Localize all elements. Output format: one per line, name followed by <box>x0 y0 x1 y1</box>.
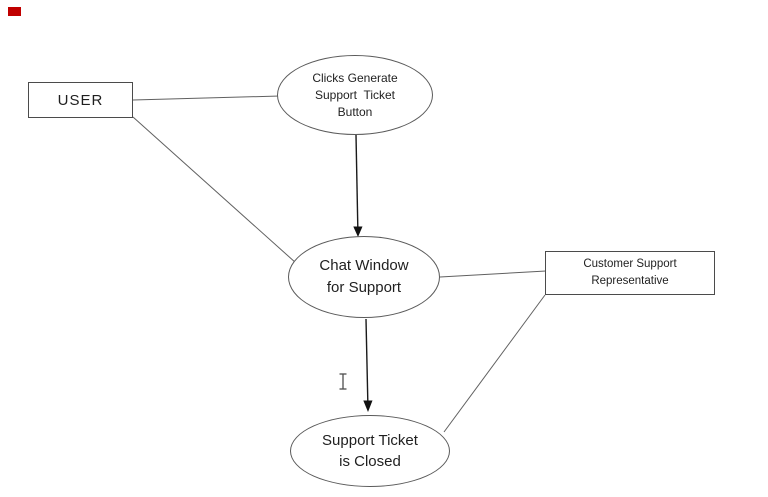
connector-user-chat[interactable] <box>132 116 297 264</box>
connector-chat-csr[interactable] <box>439 270 547 278</box>
user-box[interactable]: USER <box>28 82 133 118</box>
user-label: USER <box>57 91 104 109</box>
arrow-stem[interactable] <box>365 318 369 402</box>
arrowhead-down-icon <box>353 226 363 237</box>
clicks-generate-label-line2: Support Ticket <box>314 87 396 102</box>
arrow-chat-to-closed[interactable] <box>363 318 373 412</box>
ticket-closed-label-line1: Support Ticket <box>322 432 418 449</box>
chat-window-label-line2: for Support <box>326 279 402 296</box>
connector-csr-closed[interactable] <box>443 294 546 433</box>
clicks-generate-label-line1: Clicks Generate <box>312 70 398 85</box>
chat-window-label-line1: Chat Window <box>319 257 409 274</box>
red-marker <box>8 7 21 16</box>
arrowhead-down-icon <box>363 400 373 412</box>
chat-window-ellipse[interactable]: Chat Window for Support <box>288 236 440 318</box>
connector-user-clicks[interactable] <box>132 95 281 101</box>
clicks-generate-label-line3: Button <box>337 104 373 119</box>
ticket-closed-ellipse[interactable]: Support Ticket is Closed <box>290 415 450 487</box>
customer-support-box[interactable]: Customer Support Representative <box>545 251 715 295</box>
customer-support-label-line1: Customer Support <box>583 258 677 270</box>
arrow-clicks-to-chat[interactable] <box>353 134 363 237</box>
customer-support-label-line2: Representative <box>591 275 669 287</box>
arrow-stem[interactable] <box>355 134 359 228</box>
ibeam-cursor-icon <box>339 373 347 390</box>
ticket-closed-label-line2: is Closed <box>339 453 401 470</box>
clicks-generate-ellipse[interactable]: Clicks Generate Support Ticket Button <box>277 55 433 135</box>
